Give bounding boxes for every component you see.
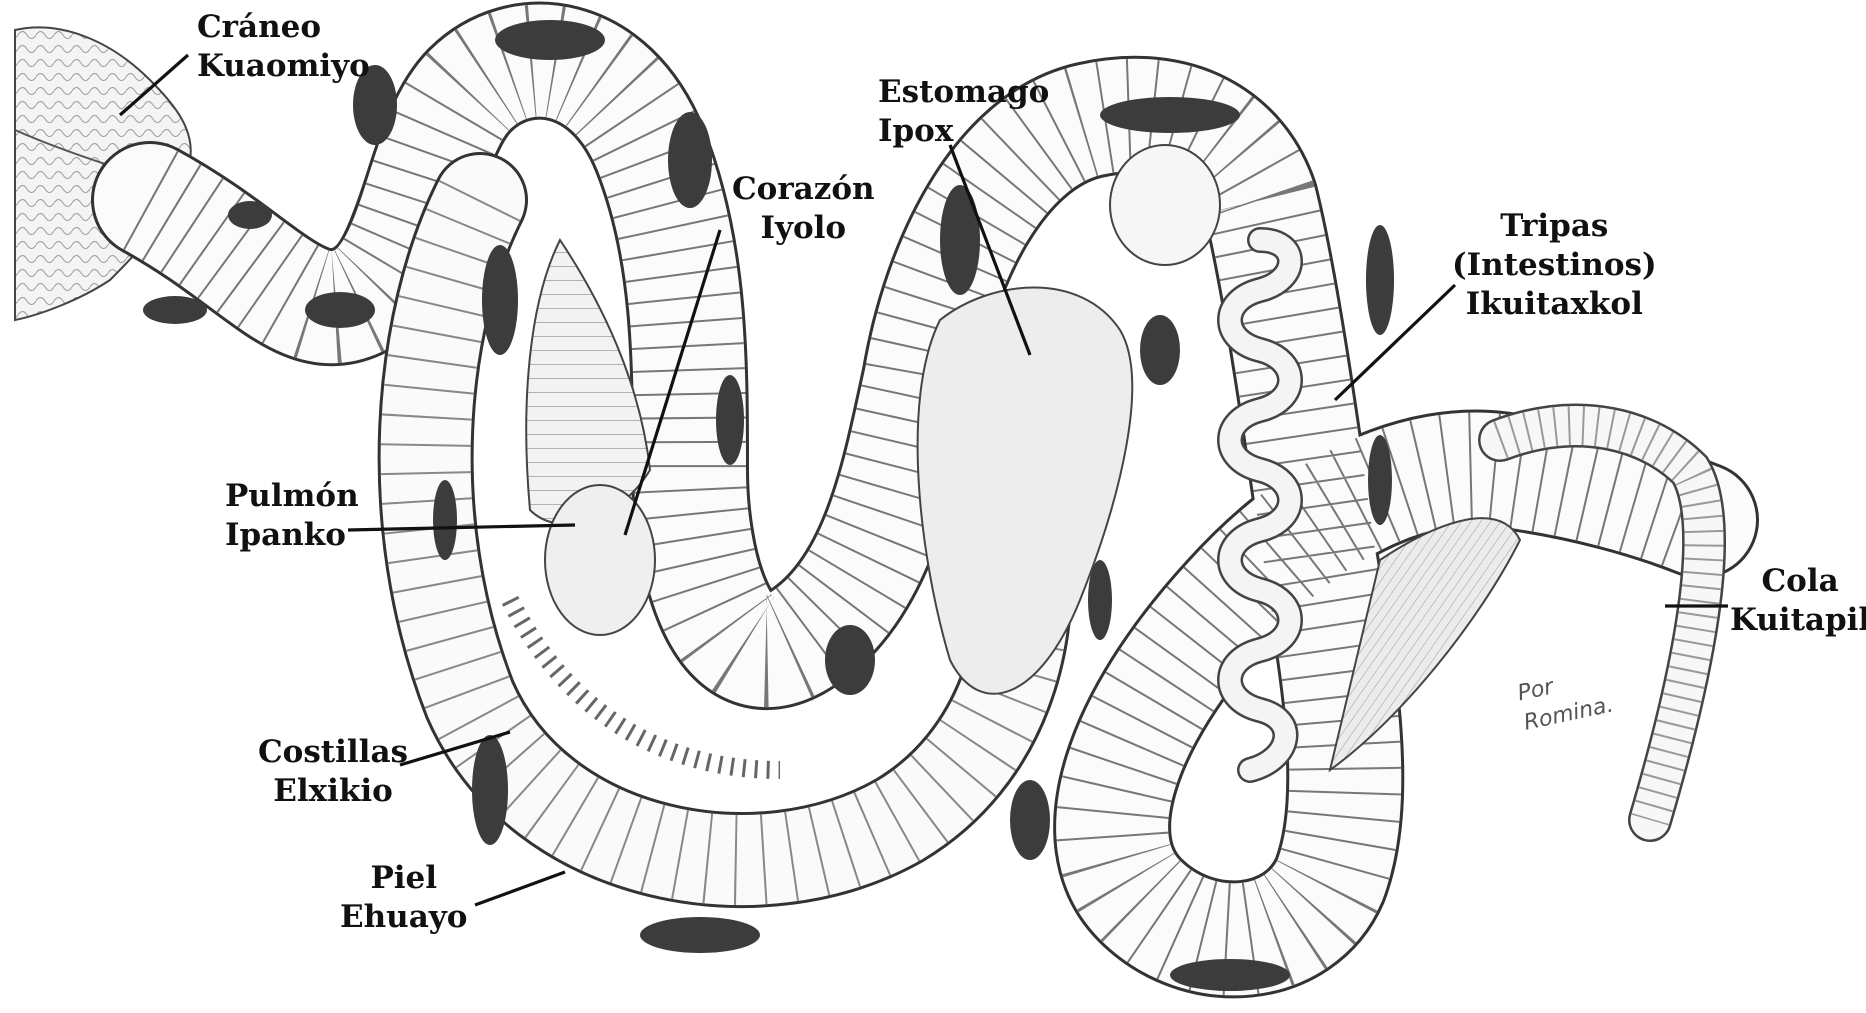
label-piel-es: Piel — [340, 859, 467, 898]
label-corazon-es: Corazón — [732, 170, 875, 209]
label-cola-nahuatl: Kuitapil — [1730, 601, 1866, 640]
label-craneo-nahuatl: Kuaomiyo — [197, 47, 370, 86]
label-pulmon-es: Pulmón — [225, 477, 359, 516]
label-craneo: Cráneo Kuaomiyo — [197, 8, 370, 86]
label-cola-es: Cola — [1730, 562, 1866, 601]
label-tripas: Tripas (Intestinos) Ikuitaxkol — [1452, 207, 1657, 324]
label-corazon: Corazón Iyolo — [732, 170, 875, 248]
label-costillas-es: Costillas — [258, 733, 408, 772]
label-tripas-extra: (Intestinos) — [1452, 246, 1657, 285]
heart — [545, 485, 655, 635]
label-piel-nahuatl: Ehuayo — [340, 898, 467, 937]
label-craneo-es: Cráneo — [197, 8, 370, 47]
label-piel: Piel Ehuayo — [340, 859, 467, 937]
label-corazon-nahuatl: Iyolo — [732, 209, 875, 248]
label-cola: Cola Kuitapil — [1730, 562, 1866, 640]
label-costillas-nahuatl: Elxikio — [258, 772, 408, 811]
label-estomago-es: Estomago — [878, 73, 1049, 112]
label-estomago-nahuatl: Ipox — [878, 112, 1049, 151]
label-estomago: Estomago Ipox — [878, 73, 1049, 151]
leader-piel — [475, 872, 565, 905]
label-costillas: Costillas Elxikio — [258, 733, 408, 811]
label-pulmon-nahuatl: Ipanko — [225, 516, 359, 555]
label-pulmon: Pulmón Ipanko — [225, 477, 359, 555]
label-tripas-es: Tripas — [1452, 207, 1657, 246]
leader-tripas — [1335, 285, 1455, 400]
label-tripas-nahuatl: Ikuitaxkol — [1452, 285, 1657, 324]
